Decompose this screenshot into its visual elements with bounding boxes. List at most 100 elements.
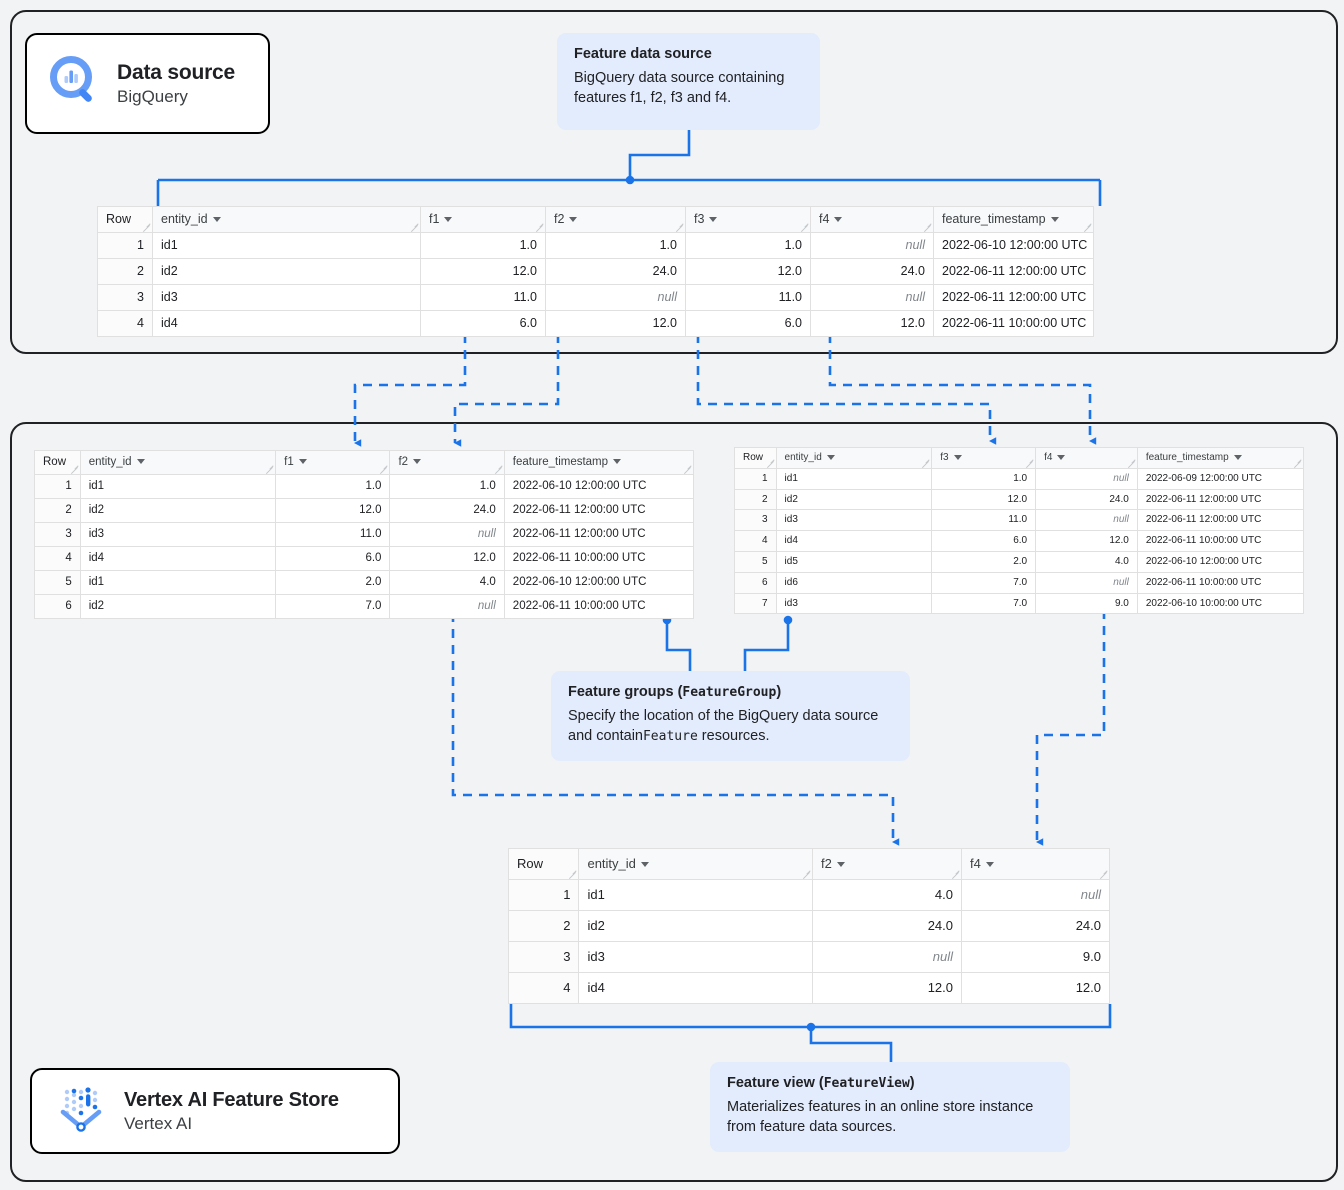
column-resize-grip-icon[interactable] [1083,223,1091,231]
chevron-down-icon[interactable] [985,862,994,868]
callout-feature-data-source: Feature data source BigQuery data source… [557,33,820,130]
column-resize-grip-icon[interactable] [1293,459,1301,467]
column-header-f1[interactable]: f1 [275,450,391,475]
column-resize-grip-icon[interactable] [1099,870,1107,878]
column-resize-grip-icon[interactable] [142,223,150,231]
column-header-feature_timestamp[interactable]: feature_timestamp [503,450,695,475]
cell-row-number: 1 [34,474,81,499]
cell-f4: 9.0 [961,941,1110,973]
data-source-card-subtitle: BigQuery [117,86,188,106]
column-header-f4[interactable]: f4 [961,848,1110,880]
column-header-f1[interactable]: f1 [420,206,546,233]
column-header-feature_timestamp[interactable]: feature_timestamp [933,206,1094,233]
cell-row-number: 7 [734,592,777,615]
cell-f2-null: null [389,522,505,547]
column-header-row[interactable]: Row [34,450,81,475]
table-header-row: Row entity_id f2 f4 [507,848,1110,880]
column-header-label: entity_id [784,452,822,463]
column-header-feature_timestamp[interactable]: feature_timestamp [1136,447,1305,469]
cell-f4-null: null [1035,509,1138,532]
chevron-down-icon[interactable] [1057,454,1066,460]
chevron-down-icon[interactable] [136,459,145,465]
cell-f4: 9.0 [1035,592,1138,615]
chevron-down-icon[interactable] [953,454,962,460]
column-resize-grip-icon[interactable] [1127,459,1135,467]
chevron-down-icon[interactable] [709,217,718,223]
column-header-f2[interactable]: f2 [812,848,962,880]
column-resize-grip-icon[interactable] [800,223,808,231]
chevron-down-icon[interactable] [640,862,649,868]
column-header-label: entity_id [587,856,636,871]
cell-f4: 12.0 [961,972,1110,1004]
callout-feature-groups: Feature groups (FeatureGroup) Specify th… [551,671,910,761]
cell-f2: 12.0 [812,972,962,1004]
cell-f4: 24.0 [810,258,934,285]
cell-entity_id: id2 [775,488,933,511]
cell-f2-null: null [812,941,962,973]
column-header-label: feature_timestamp [942,212,1046,226]
column-resize-grip-icon[interactable] [802,870,810,878]
column-resize-grip-icon[interactable] [923,223,931,231]
column-resize-grip-icon[interactable] [921,459,929,467]
column-resize-grip-icon[interactable] [1025,459,1033,467]
cell-f3: 1.0 [685,232,811,259]
cell-f1: 7.0 [275,594,391,619]
cell-f2: 1.0 [389,474,505,499]
cell-feature_timestamp: 2022-06-11 12:00:00 UTC [933,284,1094,311]
column-header-entity_id[interactable]: entity_id [775,447,933,469]
cell-f4: 12.0 [810,310,934,337]
column-header-row[interactable]: Row [734,447,777,469]
chevron-down-icon[interactable] [1233,454,1242,460]
column-resize-grip-icon[interactable] [379,465,387,473]
cell-entity_id: id4 [578,972,814,1004]
cell-row-number: 5 [734,550,777,573]
column-header-f3[interactable]: f3 [931,447,1037,469]
column-header-f4[interactable]: f4 [1035,447,1138,469]
column-resize-grip-icon[interactable] [535,223,543,231]
column-resize-grip-icon[interactable] [951,870,959,878]
column-header-row[interactable]: Row [97,206,153,233]
column-resize-grip-icon[interactable] [675,223,683,231]
column-header-f4[interactable]: f4 [810,206,934,233]
cell-feature_timestamp: 2022-06-10 12:00:00 UTC [503,570,695,595]
chevron-down-icon[interactable] [836,862,845,868]
column-header-f2[interactable]: f2 [389,450,505,475]
column-resize-grip-icon[interactable] [568,870,576,878]
cell-f4: 24.0 [961,910,1110,942]
column-resize-grip-icon[interactable] [766,459,774,467]
column-header-entity_id[interactable]: entity_id [152,206,421,233]
column-header-label: f2 [554,212,565,226]
column-header-row[interactable]: Row [507,848,580,880]
chevron-down-icon[interactable] [212,217,221,223]
column-header-f3[interactable]: f3 [685,206,811,233]
column-resize-grip-icon[interactable] [70,465,78,473]
vertex-card-subtitle: Vertex AI [124,1113,193,1133]
chevron-down-icon[interactable] [826,454,835,460]
column-resize-grip-icon[interactable] [494,465,502,473]
chevron-down-icon[interactable] [1050,217,1059,223]
column-resize-grip-icon[interactable] [683,465,691,473]
chevron-down-icon[interactable] [834,217,843,223]
cell-f3: 11.0 [931,509,1037,532]
column-resize-grip-icon[interactable] [265,465,273,473]
column-header-entity_id[interactable]: entity_id [79,450,277,475]
column-header-f2[interactable]: f2 [545,206,686,233]
cell-f1: 6.0 [420,310,546,337]
column-header-entity_id[interactable]: entity_id [578,848,814,880]
chevron-down-icon[interactable] [413,459,422,465]
column-header-label: entity_id [161,212,208,226]
chevron-down-icon[interactable] [613,459,622,465]
chevron-down-icon[interactable] [444,217,453,223]
column-header-label: f2 [821,856,832,871]
chevron-down-icon[interactable] [298,459,307,465]
chevron-down-icon[interactable] [569,217,578,223]
column-resize-grip-icon[interactable] [410,223,418,231]
